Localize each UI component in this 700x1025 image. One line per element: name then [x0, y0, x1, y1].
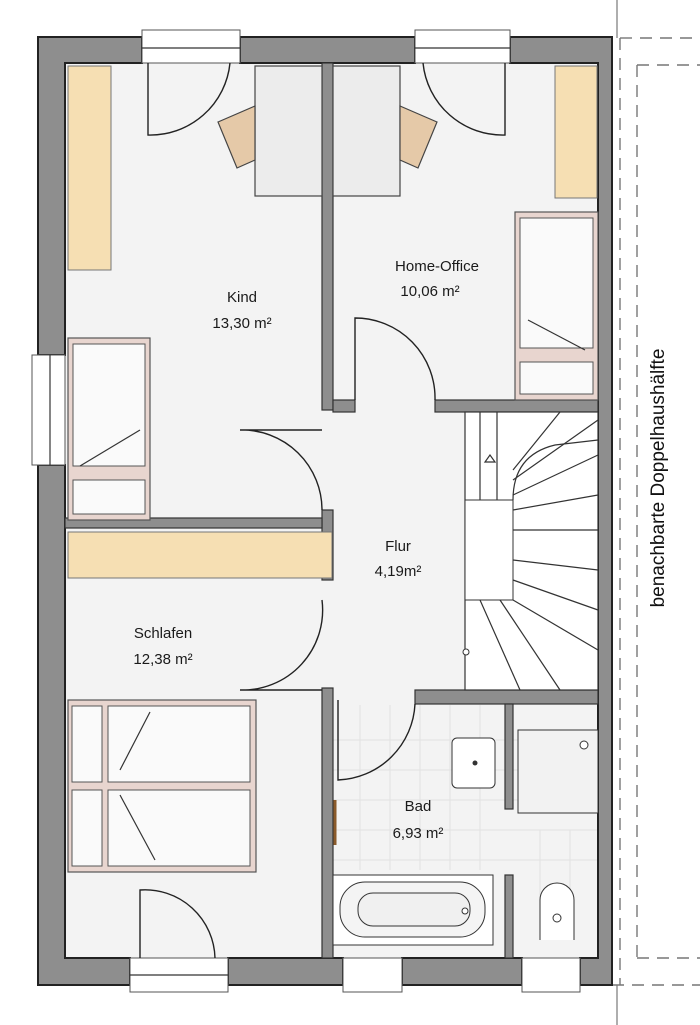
- window-kind-side: [31, 354, 66, 466]
- room-area-bad: 6,93 m²: [393, 825, 444, 842]
- window-kind: [141, 29, 241, 64]
- chair-kind: [217, 105, 256, 169]
- chair-office: [399, 105, 438, 169]
- room-area-schlafen: 12,38 m²: [133, 651, 192, 668]
- window-bad-2: [521, 957, 581, 993]
- room-name-office: Home-Office: [395, 258, 479, 275]
- room-name-flur: Flur: [385, 538, 411, 555]
- neighbor-label: benachbarte Doppelhaushälfte: [648, 349, 669, 608]
- door-kind-balcony: [147, 62, 231, 136]
- room-name-kind: Kind: [227, 289, 257, 306]
- room-area-flur: 4,19m²: [375, 563, 422, 580]
- windows: [31, 29, 581, 993]
- door-kind: [239, 429, 323, 511]
- wardrobe-kind: [67, 65, 112, 271]
- shelf-office: [554, 65, 598, 199]
- desk-kind: [254, 65, 323, 197]
- toilet: [539, 882, 575, 940]
- room-name-schlafen: Schlafen: [134, 625, 192, 642]
- office-furniture: [332, 65, 599, 401]
- bath-fixtures: [332, 729, 599, 946]
- room-name-bad: Bad: [405, 798, 432, 815]
- room-labels: Kind 13,30 m² Home-Office 10,06 m² Flur …: [133, 258, 669, 842]
- door-office-balcony: [422, 62, 506, 136]
- window-office: [414, 29, 511, 64]
- neighbor-house-outline: [612, 0, 700, 1025]
- door-office: [354, 317, 436, 401]
- door-bad: [337, 700, 416, 781]
- kind-furniture: [67, 65, 323, 521]
- door-schlafen-balcony: [139, 889, 216, 959]
- desk-office: [332, 65, 401, 197]
- wardrobe-schlafen: [67, 531, 333, 579]
- outer-walls: [37, 36, 613, 986]
- bed-schlafen: [67, 699, 257, 873]
- door-schlafen: [239, 599, 324, 691]
- staircase: [462, 411, 599, 691]
- room-area-office: 10,06 m²: [400, 283, 459, 300]
- doors: [139, 62, 506, 959]
- room-area-kind: 13,30 m²: [212, 315, 271, 332]
- window-bad-1: [342, 957, 403, 993]
